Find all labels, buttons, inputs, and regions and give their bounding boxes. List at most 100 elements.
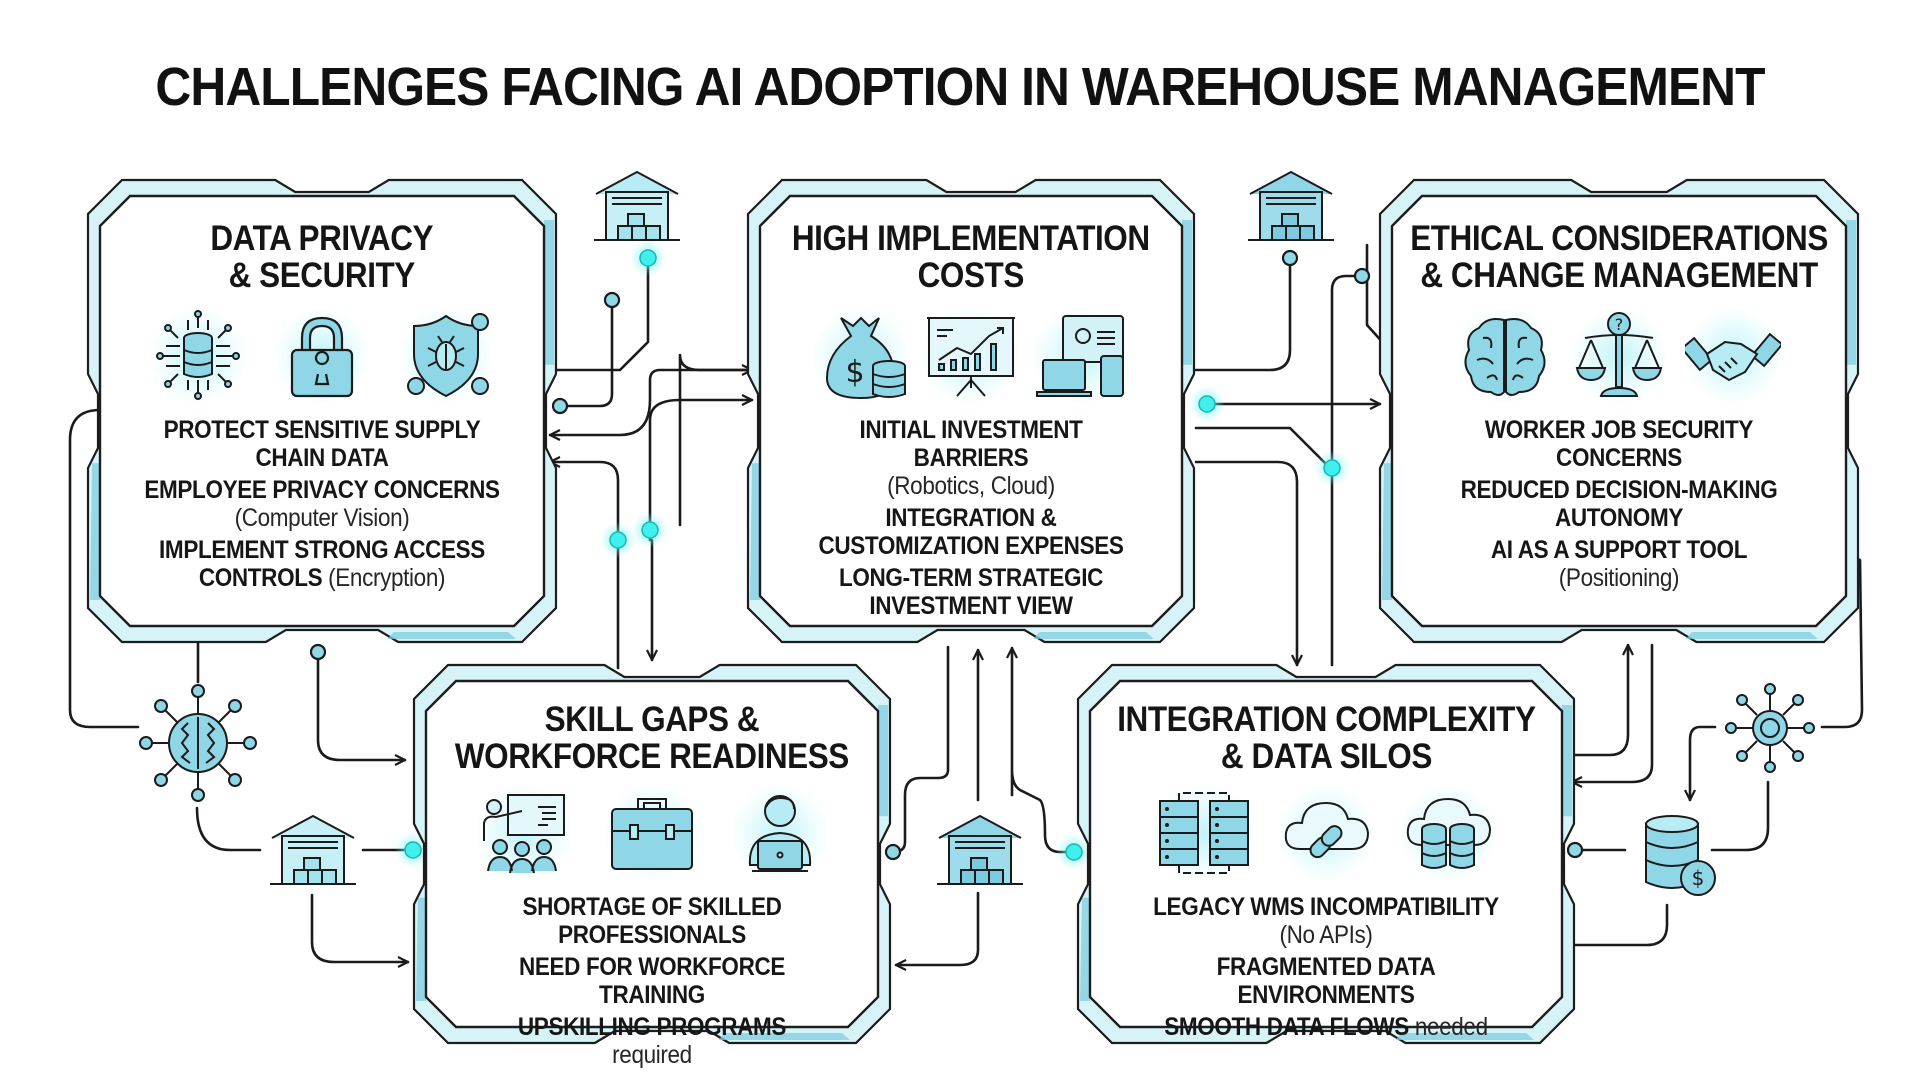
card-frame	[746, 178, 1196, 644]
challenge-card-skill-gaps: SKILL GAPS &WORKFORCE READINESS	[412, 663, 892, 1069]
card-title: DATA PRIVACY& SECURITY	[211, 220, 434, 294]
handshake-robot-icon	[1680, 308, 1784, 404]
challenge-point-text: REDUCED DECISION-MAKING AUTONOMY	[1460, 476, 1778, 532]
connector-line	[1194, 256, 1292, 372]
challenge-card-integration: INTEGRATION COMPLEXITY& DATA SILOS	[1076, 663, 1576, 1045]
glow-node	[600, 522, 636, 558]
svg-text:?: ?	[1615, 315, 1624, 334]
frame-panel	[1390, 194, 1848, 628]
challenge-point: SMOOTH DATA FLOWS needed	[1134, 1013, 1517, 1041]
presentation-chart-icon	[923, 308, 1019, 404]
cloud-split-database-icon	[1400, 785, 1496, 881]
connector-node	[1353, 267, 1371, 285]
connector-arrow	[1573, 643, 1628, 757]
connector-arrow	[1012, 648, 1077, 854]
scales-question-icon: ?	[1571, 308, 1667, 404]
connector-line	[195, 806, 262, 852]
challenge-point: PROTECT SENSITIVE SUPPLY CHAIN DATA	[143, 416, 501, 472]
connector-arrow	[1690, 725, 1717, 802]
challenge-point-text: AI AS A SUPPORT TOOL	[1490, 536, 1748, 564]
page-title: CHALLENGES FACING AI ADOPTION IN WAREHOU…	[155, 57, 1765, 117]
challenge-point-text: IMPLEMENT STRONG ACCESS CONTROLS	[159, 536, 485, 592]
connector-line	[1194, 426, 1332, 470]
connector-node	[1566, 841, 1584, 859]
warehouse-icon	[592, 168, 682, 253]
challenge-point: FRAGMENTED DATA ENVIRONMENTS	[1134, 953, 1517, 1009]
connector-arrow	[310, 893, 410, 962]
card-title-line: & CHANGE MANAGEMENT	[1420, 256, 1818, 295]
challenge-point-text: INTEGRATION & CUSTOMIZATION EXPENSES	[818, 504, 1124, 560]
toolbox-icon	[604, 785, 700, 881]
challenge-point-note: (No APIs)	[1279, 921, 1373, 949]
connector-node	[309, 643, 327, 661]
challenge-point-text: INITIAL INVESTMENT BARRIERS	[859, 416, 1083, 472]
card-title-line: & SECURITY	[228, 256, 416, 295]
challenge-point: AI AS A SUPPORT TOOL(Positioning)	[1435, 536, 1802, 592]
connector-line	[1710, 780, 1770, 852]
svg-text:$: $	[1692, 866, 1705, 890]
cloud-link-icon	[1278, 785, 1374, 881]
card-title-line: DATA PRIVACY	[210, 219, 434, 258]
card-title-line: & DATA SILOS	[1220, 737, 1432, 776]
connector-arrow	[678, 353, 754, 527]
challenge-point-text: UPSKILLING PROGRAMS	[517, 1013, 787, 1041]
warehouse-icon	[1246, 168, 1336, 253]
challenge-point: WORKER JOB SECURITY CONCERNS	[1435, 416, 1802, 472]
server-racks-icon	[1156, 785, 1252, 881]
challenge-point-text: LONG-TERM STRATEGIC INVESTMENT VIEW	[839, 564, 1103, 620]
challenge-point-note: needed	[1408, 1013, 1488, 1041]
card-title-line: WORKFORCE READINESS	[455, 737, 849, 776]
person-laptop-icon	[732, 785, 828, 881]
network-hub-icon	[1725, 683, 1815, 778]
card-frame	[86, 178, 558, 644]
connector-arrow	[648, 400, 754, 542]
connector-node	[603, 291, 621, 309]
card-points: LEGACY WMS INCOMPATIBILITY (No APIs) FRAG…	[1113, 893, 1539, 1045]
connector-arrow	[548, 368, 754, 435]
card-title: INTEGRATION COMPLEXITY& DATA SILOS	[1117, 701, 1536, 776]
challenge-point-text: SHORTAGE OF SKILLED PROFESSIONALS	[522, 893, 782, 949]
card-frame	[1378, 178, 1860, 644]
challenge-point-text: EMPLOYEE PRIVACY CONCERNS	[144, 476, 500, 504]
devices-icon	[1033, 308, 1129, 404]
challenge-point-note: (Robotics, Cloud)	[887, 472, 1055, 500]
money-bag-coins-icon: $	[813, 308, 909, 404]
challenge-point: EMPLOYEE PRIVACY CONCERNS(Computer Visio…	[143, 476, 501, 532]
challenge-point-text: WORKER JOB SECURITY CONCERNS	[1484, 416, 1754, 472]
glow-node	[1189, 386, 1225, 422]
connector-arrow	[316, 650, 407, 760]
challenge-point: LONG-TERM STRATEGIC INVESTMENT VIEW	[802, 564, 1140, 620]
glow-node	[632, 512, 668, 548]
challenge-point-text: LEGACY WMS INCOMPATIBILITY	[1153, 893, 1499, 921]
connector-arrow	[894, 891, 980, 965]
card-title-line: SKILL GAPS &	[544, 700, 760, 739]
warehouse-icon	[268, 812, 358, 897]
database-dollar-icon: $	[1640, 812, 1720, 907]
glow-node	[1314, 450, 1350, 486]
connector-line	[1330, 274, 1364, 667]
teacher-class-icon	[476, 785, 572, 881]
connector-line	[68, 408, 140, 729]
frame-panel	[758, 194, 1184, 628]
challenge-point-note: required	[612, 1041, 692, 1069]
connector-line	[1820, 548, 1864, 729]
ai-brain-network-icon	[138, 683, 258, 808]
connector-node	[551, 397, 569, 415]
challenge-point-note: (Encryption)	[322, 564, 446, 592]
shield-bug-icon	[398, 308, 494, 404]
card-title-line: COSTS	[917, 256, 1025, 295]
challenge-point-note: (Positioning)	[1558, 564, 1680, 592]
connector-node	[884, 843, 902, 861]
connector-line	[558, 298, 614, 408]
card-title: ETHICAL CONSIDERATIONS& CHANGE MANAGEMEN…	[1410, 220, 1828, 294]
challenge-point-note: (Computer Vision)	[234, 504, 410, 532]
connector-arrow	[1194, 460, 1297, 667]
card-frame	[1076, 663, 1576, 1045]
challenge-point-text: NEED FOR WORKFORCE TRAINING	[518, 953, 786, 1009]
connector-line	[1573, 903, 1669, 947]
